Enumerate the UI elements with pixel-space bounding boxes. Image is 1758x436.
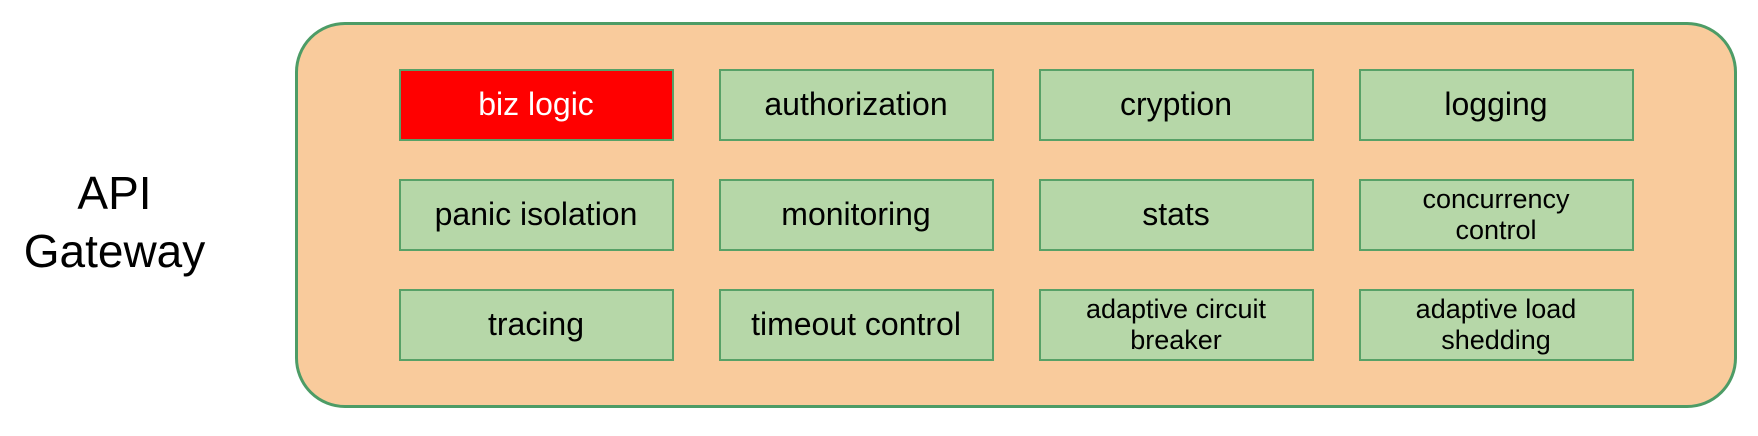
feature-box-monitoring: monitoring	[718, 179, 994, 251]
api-gateway-label: API Gateway	[12, 164, 217, 280]
api-gateway-label-line2: Gateway	[23, 225, 206, 277]
feature-box-adaptive-circuit-breaker: adaptive circuit breaker	[1038, 289, 1314, 361]
feature-box-logging: logging	[1358, 69, 1634, 141]
feature-box-cryption: cryption	[1038, 69, 1314, 141]
feature-box-panic-isolation: panic isolation	[398, 179, 674, 251]
api-gateway-container: biz logic authorization cryption logging pan…	[295, 22, 1737, 408]
feature-box-authorization: authorization	[718, 69, 994, 141]
feature-box-concurrency-control: concurrency control	[1358, 179, 1634, 251]
feature-box-timeout-control: timeout control	[718, 289, 994, 361]
api-gateway-label-line1: API	[77, 167, 152, 219]
feature-box-biz-logic: biz logic	[398, 69, 674, 141]
feature-box-adaptive-load-shedding: adaptive load shedding	[1358, 289, 1634, 361]
feature-grid: biz logic authorization cryption logging pan…	[298, 25, 1734, 405]
feature-box-tracing: tracing	[398, 289, 674, 361]
feature-box-stats: stats	[1038, 179, 1314, 251]
